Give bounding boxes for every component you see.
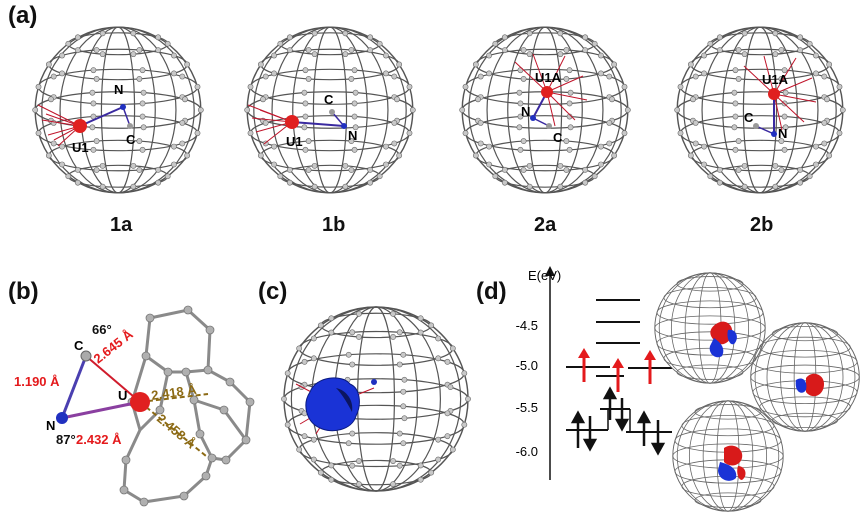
axis-arrow-icon (545, 266, 555, 276)
cage-2b (674, 26, 846, 194)
uranium-atom (130, 392, 150, 412)
fullerene-cage-2b: U1A N C (674, 26, 846, 194)
structure-label-2a-text: 2a (534, 214, 557, 236)
paired-electrons (570, 386, 666, 456)
c-label: C (553, 130, 563, 145)
tick-label: -4.5 (516, 318, 538, 333)
panel-c-spin-density (276, 284, 476, 514)
orbital-lobe-red (724, 445, 743, 466)
orbital-lobe-blue (718, 462, 737, 481)
carbon-atom (546, 123, 552, 129)
angle-c: 66° (92, 322, 112, 337)
cage-2a (459, 26, 631, 194)
cage-orbital-3 (672, 400, 784, 512)
ring-atoms (119, 305, 255, 507)
carbon-atom (80, 350, 92, 362)
spin-density-isosurface (305, 377, 360, 432)
orbital-cage-bottom (668, 396, 788, 516)
dist-cn: 1.190 Å (14, 374, 60, 389)
orbital-lobe-red (737, 466, 746, 480)
orbital-lobe-blue (795, 378, 807, 393)
nitrogen-atom (771, 131, 777, 137)
energy-level-diagram: E(eV) -4.5 -5.0 -5.5 -6.0 (516, 266, 672, 480)
dist-u-ring2: 2.458 Å (154, 411, 199, 452)
panel-a-letter: (a) (8, 2, 38, 29)
unpaired-electrons (578, 348, 656, 392)
structure-1b: U1 N C (240, 10, 420, 210)
n-label: N (521, 104, 530, 119)
panel-b-letter: (b) (8, 278, 39, 305)
structure-label-2b: 2b (750, 214, 774, 236)
structure-1a: U1 N C (28, 10, 208, 210)
nitrogen-atom (56, 412, 68, 424)
structure-label-1a: 1a (110, 214, 133, 236)
orbital-lobe-blue (727, 329, 737, 345)
nitrogen-atom (530, 115, 536, 121)
fullerene-cage-c (281, 306, 471, 492)
c-label: C (324, 92, 334, 107)
fullerene-cage-2a: U1A N C (459, 26, 631, 194)
carbon-atom (753, 123, 759, 129)
uranium-atom (285, 115, 299, 129)
c-label: C (744, 110, 754, 125)
orbital-lobe-red (710, 321, 733, 345)
c-label: C (126, 132, 136, 147)
spin-density-shadow (336, 388, 353, 412)
tick-label: -6.0 (516, 444, 538, 459)
panel-b-geometry: C N U 66° 87° 1.190 Å 2.645 Å 2.432 Å 2.… (0, 290, 280, 520)
fullerene-cage-1a: U1 N C (32, 26, 204, 194)
nitrogen-atom (371, 379, 377, 385)
dist-un: 2.432 Å (76, 432, 122, 447)
uranium-atom (73, 119, 87, 133)
level-connectors (600, 408, 631, 432)
tick-label: -5.0 (516, 358, 538, 373)
energy-levels (566, 299, 672, 433)
n-label: N (114, 82, 123, 97)
panel-d-letter: (d) (476, 278, 507, 305)
orbital-lobe-red (806, 373, 824, 397)
u-label: U1A (762, 72, 789, 87)
structure-label-2a: 2a (534, 214, 556, 237)
cage-1b (244, 26, 416, 194)
structure-2a: U1A N C (455, 10, 635, 210)
orbital-lobe-blue (709, 338, 724, 358)
u-label: U1 (72, 140, 89, 155)
u-bonds-2b (743, 55, 817, 131)
angle-n: 87° (56, 432, 76, 447)
orbital-cage-right (746, 318, 864, 436)
u-label: U1A (535, 70, 562, 85)
nitrogen-atom (341, 123, 347, 129)
b-n-label: N (46, 418, 55, 433)
energy-ticks: -4.5 -5.0 -5.5 -6.0 (516, 318, 538, 459)
nitrogen-atom (120, 104, 126, 110)
energy-axis-label: E(eV) (528, 268, 561, 283)
fullerene-cage-1b: U1 N C (244, 26, 416, 194)
dist-u-ring1: 2.418 Å (150, 382, 198, 403)
b-u-label: U (118, 388, 127, 403)
u-label: U1 (286, 134, 303, 149)
n-label: N (778, 126, 787, 141)
n-label: N (348, 128, 357, 143)
coordination-diagram: C N U 66° 87° 1.190 Å 2.645 Å 2.432 Å 2.… (14, 305, 255, 507)
carbon-atom (127, 123, 133, 129)
structure-label-1b: 1b (322, 214, 346, 236)
panel-c-letter: (c) (258, 278, 288, 305)
uranium-atom (768, 88, 780, 100)
cage-orbital-1 (654, 272, 766, 384)
carbon-atom (329, 109, 335, 115)
orbital-cage-top (650, 268, 770, 388)
b-c-label: C (74, 338, 84, 353)
u-bonds-2a (514, 53, 588, 127)
cage-1a (32, 26, 204, 194)
uranium-atom (541, 86, 553, 98)
structure-2b: U1A N C (670, 10, 850, 210)
panel-d-energy-levels: E(eV) -4.5 -5.0 -5.5 -6.0 (500, 260, 680, 490)
tick-label: -5.5 (516, 400, 538, 415)
